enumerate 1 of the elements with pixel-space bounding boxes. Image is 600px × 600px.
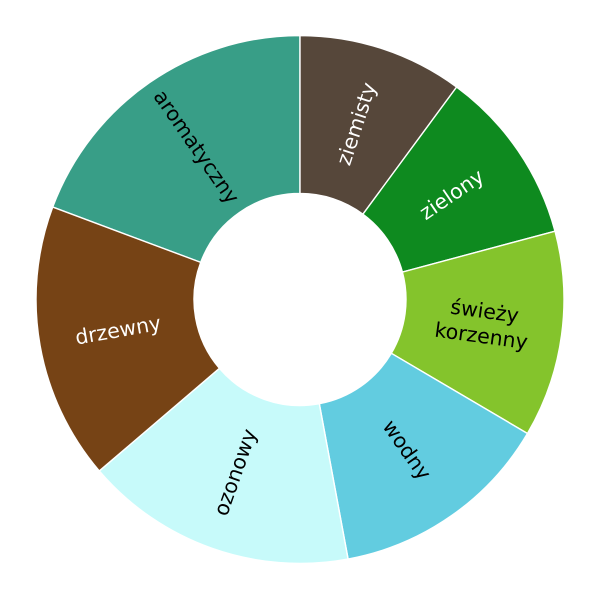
donut-segment: drzewny (35, 206, 220, 472)
